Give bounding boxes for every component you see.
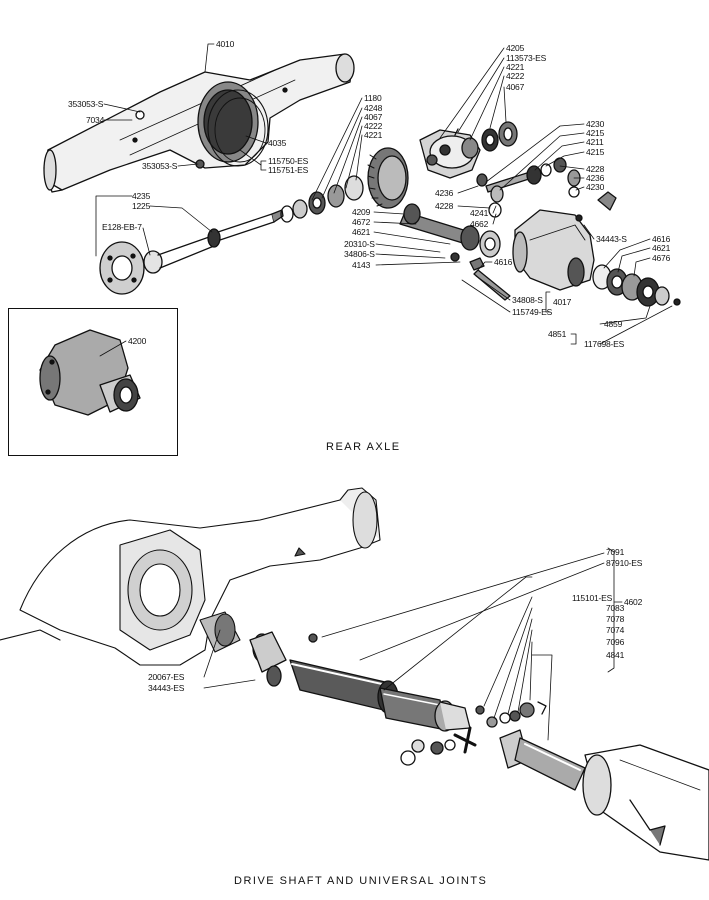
differential-assembly-inset xyxy=(8,308,178,456)
part-label-4676: 4676 xyxy=(652,253,671,263)
axle-shaft-drawing xyxy=(99,209,284,295)
part-label-4859: 4859 xyxy=(604,319,623,329)
part-label-4230-lower: 4230 xyxy=(586,182,605,192)
part-label-20067-es: 20067-ES xyxy=(148,672,185,682)
part-label-34443-es: 34443-ES xyxy=(148,683,185,693)
part-label-7034: 7034 xyxy=(86,115,105,125)
part-label-353053-s-upper: 353053-S xyxy=(68,99,104,109)
part-label-4235: 4235 xyxy=(132,191,151,201)
pinion-bearing-stack-drawing xyxy=(575,191,681,307)
part-label-4205: 4205 xyxy=(506,43,525,53)
part-label-115749-es: 115749-ES xyxy=(512,307,553,317)
part-label-4010: 4010 xyxy=(216,39,235,49)
carrier-housing-drawing xyxy=(469,209,595,301)
part-label-4841: 4841 xyxy=(606,650,625,660)
drive-shaft-caption: DRIVE SHAFT AND UNIVERSAL JOINTS xyxy=(234,875,488,887)
part-label-e128-eb-7: E128-EB-7 xyxy=(102,222,142,232)
part-label-4215-upper: 4215 xyxy=(586,128,605,138)
part-label-4017: 4017 xyxy=(553,297,572,307)
part-label-4215-lower: 4215 xyxy=(586,147,605,157)
leader-lines xyxy=(95,43,673,741)
part-label-4236-right: 4236 xyxy=(586,173,605,183)
part-label-4211: 4211 xyxy=(586,137,604,147)
part-label-7091: 7091 xyxy=(606,547,625,557)
part-label-4241: 4241 xyxy=(470,208,489,218)
part-label-117698-es: 117698-ES xyxy=(584,339,625,349)
rear-axle-outline-drawing xyxy=(0,487,381,666)
part-label-7078: 7078 xyxy=(606,614,625,624)
shaft-bearings-drawing xyxy=(280,175,364,223)
axle-housing-drawing xyxy=(43,53,355,193)
part-label-7074: 7074 xyxy=(606,625,625,635)
part-label-7083: 7083 xyxy=(606,603,625,613)
part-label-115101-es: 115101-ES xyxy=(572,593,613,603)
part-label-4230-upper: 4230 xyxy=(586,119,605,129)
part-label-4616-center: 4616 xyxy=(494,257,513,267)
part-label-4248: 4248 xyxy=(364,103,383,113)
part-label-4222-left: 4222 xyxy=(364,121,383,131)
part-label-4067-left: 4067 xyxy=(364,112,383,122)
part-label-4621-left: 4621 xyxy=(352,227,371,237)
part-label-87910-es: 87910-ES xyxy=(606,558,643,568)
ring-gear-drawing xyxy=(367,147,409,209)
part-label-4228-right: 4228 xyxy=(586,164,605,174)
part-label-115750-es: 115750-ES xyxy=(268,156,309,166)
universal-joint-drawing xyxy=(400,701,586,791)
part-label-1180: 1180 xyxy=(364,93,382,103)
part-label-4228-left: 4228 xyxy=(435,201,454,211)
part-label-115751-es: 115751-ES xyxy=(268,165,309,175)
part-label-4851: 4851 xyxy=(548,329,567,339)
rear-axle-caption: REAR AXLE xyxy=(326,441,401,453)
part-label-4200: 4200 xyxy=(128,336,147,346)
part-label-34808-s: 34808-S xyxy=(512,295,543,305)
part-label-4672: 4672 xyxy=(352,217,371,227)
part-label-113573-es: 113573-ES xyxy=(506,53,547,63)
part-label-4222-right: 4222 xyxy=(506,71,525,81)
part-label-4209: 4209 xyxy=(352,207,371,217)
differential-assembly-drawing xyxy=(39,329,141,416)
part-label-4143: 4143 xyxy=(352,260,371,270)
part-label-353053-s-lower: 353053-S xyxy=(142,161,178,171)
part-label-7096: 7096 xyxy=(606,637,625,647)
part-label-4621-right: 4621 xyxy=(652,243,671,253)
part-label-4616-right: 4616 xyxy=(652,234,671,244)
part-label-34443-s: 34443-S xyxy=(596,234,627,244)
part-label-4221-right: 4221 xyxy=(506,62,525,72)
drive-shaft-drawing xyxy=(249,631,471,732)
part-label-4662: 4662 xyxy=(470,219,489,229)
differential-case-drawing xyxy=(419,121,518,179)
part-label-4035: 4035 xyxy=(268,138,287,148)
part-label-1225: 1225 xyxy=(132,201,151,211)
part-label-4067-right: 4067 xyxy=(506,82,525,92)
part-label-4236-left: 4236 xyxy=(435,188,454,198)
part-label-4602: 4602 xyxy=(624,597,643,607)
part-label-20310-s: 20310-S xyxy=(344,239,375,249)
part-label-34806-s: 34806-S xyxy=(344,249,375,259)
transmission-end-drawing xyxy=(582,744,709,861)
part-label-4221-left: 4221 xyxy=(364,130,383,140)
